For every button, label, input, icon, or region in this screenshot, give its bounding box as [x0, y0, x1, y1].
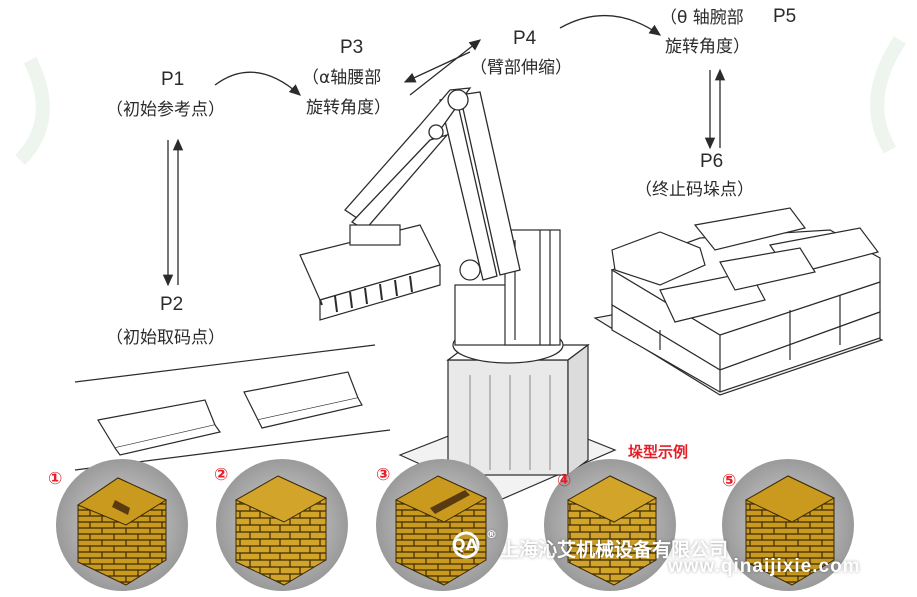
pattern-title: 垛型示例	[628, 443, 689, 461]
pattern-number-4: ④	[557, 471, 572, 491]
company-logo-icon	[452, 531, 480, 559]
motion-arrows	[162, 14, 726, 287]
pattern-number-3: ③	[376, 465, 391, 485]
arrow-p3-to-p4	[409, 39, 482, 96]
p2-desc: （初始取码点）	[106, 328, 225, 348]
p5-desc-line2: 旋转角度）	[665, 37, 750, 57]
background-watermark	[14, 36, 906, 165]
p5-name: P5	[773, 6, 797, 27]
arrow-p4-to-p3	[403, 51, 471, 83]
p1-desc: （初始参考点）	[106, 100, 225, 120]
logo-mark: QA	[452, 535, 478, 554]
pallet-patterns	[56, 459, 854, 591]
pattern-number-5: ⑤	[722, 471, 737, 491]
company-url: www.qinaijixie.com	[668, 556, 861, 577]
pattern-number-1: ①	[48, 469, 63, 489]
p6-desc: （终止码垛点）	[635, 180, 754, 200]
robot-arm	[344, 87, 521, 281]
p3-desc-line2: 旋转角度）	[306, 98, 391, 118]
p2-name: P2	[160, 294, 184, 315]
pattern-4	[544, 459, 676, 591]
pattern-2	[216, 459, 348, 591]
company-name: 上海沁艾机械设备有限公司	[500, 539, 729, 561]
p5-desc-line1: （θ 轴腕部	[660, 8, 744, 28]
p6-name: P6	[700, 151, 724, 172]
pallet-stack	[593, 207, 884, 396]
arrow-p1-to-p3	[214, 71, 301, 96]
logo-registered: ®	[486, 528, 497, 541]
arrow-p4-to-p5	[559, 14, 662, 36]
p3-name: P3	[340, 37, 364, 58]
pattern-1	[56, 459, 188, 591]
p4-name: P4	[513, 28, 537, 49]
robot-turret	[452, 229, 564, 364]
p4-desc: （臂部伸缩）	[470, 58, 572, 78]
pattern-3	[376, 459, 508, 591]
p1-name: P1	[161, 69, 185, 90]
p3-desc-line1: （α轴腰部	[302, 68, 382, 88]
pattern-number-2: ②	[214, 465, 229, 485]
conveyor-bag	[97, 371, 363, 456]
robot-gripper	[299, 224, 441, 321]
pattern-5	[722, 459, 854, 591]
